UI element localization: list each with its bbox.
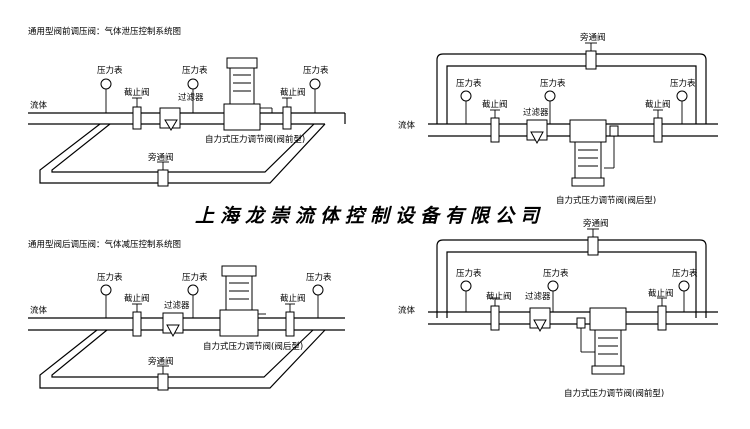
diagram-4: 旁通阀 流体 压力表 截止阀 过滤器 压力表 (398, 218, 718, 399)
diagram-4-valve-2-label: 截止阀 (648, 288, 674, 299)
diagram-4-gauge-2 (547, 280, 559, 312)
diagram-4-regulator (576, 307, 627, 375)
diagram-1-filter-label: 过滤器 (178, 92, 204, 103)
diagram-3-main-pipe (28, 317, 345, 331)
diagram-4-filter-label: 过滤器 (525, 291, 551, 302)
diagram-2-gauge-2 (544, 90, 556, 124)
diagram-4-stop-valve-2 (657, 297, 667, 331)
diagram-2-regulator-label: 自力式压力调节阀(阀后型) (556, 195, 656, 206)
diagram-2-regulator (569, 119, 619, 187)
diagram-1-gauge-2 (187, 78, 199, 113)
diagram-1-regulator-label: 自力式压力调节阀(阀前型) (205, 134, 305, 145)
diagram-2-gauge-3-label: 压力表 (670, 78, 696, 89)
diagram-1-gauge-2-label: 压力表 (182, 65, 208, 76)
diagram-3-stop-valve-2 (285, 303, 295, 337)
diagram-2-stop-valve-1 (490, 109, 500, 143)
diagram-4-gauge-2-label: 压力表 (543, 268, 569, 279)
diagram-2-bypass-pipe (436, 53, 707, 124)
diagram-1-bypass-label: 旁通阀 (148, 152, 174, 163)
diagram-1-gauge-1-label: 压力表 (97, 65, 123, 76)
diagram-1-gauge-1 (100, 78, 112, 113)
diagram-2-valve-2-label: 截止阀 (645, 99, 671, 110)
diagram-3-gauge-2 (187, 284, 199, 318)
diagram-2-gauge-1-label: 压力表 (456, 78, 482, 89)
diagram-3-gauge-3 (312, 284, 324, 318)
diagram-2-gauge-3 (676, 90, 688, 124)
diagram-3-title: 通用型阀后调压阀：气体减压控制系统图 (28, 239, 181, 250)
diagram-4-gauge-1 (460, 280, 472, 312)
diagram-1-bypass-valve (157, 161, 169, 187)
diagram-2-stop-valve-2 (653, 109, 663, 143)
diagram-1-stop-valve-1 (132, 97, 142, 130)
diagram-1-filter (159, 107, 181, 131)
diagram-3-stop-valve-1 (132, 303, 142, 337)
diagram-1-regulator (223, 57, 273, 131)
diagram-2-gauge-2-label: 压力表 (540, 78, 566, 89)
diagram-4-fluid-label: 流体 (398, 305, 416, 316)
diagram-1: 通用型阀前调压阀：气体泄压控制系统图 旁通阀 流体 压力表 (28, 26, 346, 187)
diagram-1-gauge-3-label: 压力表 (303, 65, 329, 76)
diagram-3-fluid-label: 流体 (30, 305, 48, 316)
diagram-3-regulator (219, 265, 266, 337)
diagram-3-filter (162, 312, 184, 338)
diagram-4-regulator-label: 自力式压力调节阀(阀前型) (564, 388, 664, 399)
diagram-2-bypass-valve (585, 42, 597, 70)
diagram-1-title: 通用型阀前调压阀：气体泄压控制系统图 (28, 26, 181, 37)
diagram-2-filter-label: 过滤器 (523, 107, 549, 118)
diagram-3-gauge-1 (100, 284, 112, 318)
diagram-2-fluid-label: 流体 (398, 120, 416, 131)
diagram-2: 旁通阀 流体 压力表 截止阀 过滤器 压力表 (398, 32, 718, 206)
diagram-2-bypass-label: 旁通阀 (580, 32, 606, 43)
diagram-4-bypass-label: 旁通阀 (583, 218, 609, 229)
diagram-4-stop-valve-1 (490, 297, 500, 331)
diagram-4-bypass-valve (587, 228, 599, 256)
diagram-2-filter (526, 119, 548, 145)
diagram-3-bypass-valve (157, 365, 169, 391)
diagram-1-stop-valve-2 (282, 97, 292, 130)
diagram-3-valve-1-label: 截止阀 (124, 293, 150, 304)
diagram-3-bypass-pipe (39, 329, 326, 389)
diagram-4-gauge-3 (678, 280, 690, 312)
diagram-3-gauge-3-label: 压力表 (306, 272, 332, 283)
diagram-4-main-pipe (428, 311, 718, 325)
diagram-3-filter-label: 过滤器 (164, 300, 190, 311)
diagram-1-gauge-3 (309, 78, 321, 113)
diagram-3-gauge-1-label: 压力表 (97, 272, 123, 283)
diagram-3-gauge-2-label: 压力表 (182, 272, 208, 283)
diagram-2-gauge-1 (460, 90, 472, 124)
diagram-2-valve-1-label: 截止阀 (482, 99, 508, 110)
diagram-4-filter (529, 307, 551, 333)
diagram-3: 通用型阀后调压阀：气体减压控制系统图 旁通阀 流体 压力表 截止阀 (28, 239, 345, 391)
diagram-1-fluid-label: 流体 (30, 100, 48, 111)
company-name: 上海龙崇流体控制设备有限公司 (195, 205, 545, 227)
diagram-1-valve-1-label: 截止阀 (124, 87, 150, 98)
diagram-1-main-pipe (28, 112, 346, 125)
diagram-4-gauge-3-label: 压力表 (672, 268, 698, 279)
diagram-1-valve-2-label: 截止阀 (280, 87, 306, 98)
diagram-3-regulator-label: 自力式压力调节阀(阀后型) (203, 341, 303, 352)
diagram-1-bypass-pipe (39, 123, 326, 184)
diagram-3-bypass-label: 旁通阀 (148, 356, 174, 367)
diagram-3-valve-2-label: 截止阀 (280, 293, 306, 304)
diagram-4-bypass-pipe (436, 239, 707, 318)
diagram-4-valve-1-label: 截止阀 (486, 291, 512, 302)
diagram-4-gauge-1-label: 压力表 (456, 268, 482, 279)
